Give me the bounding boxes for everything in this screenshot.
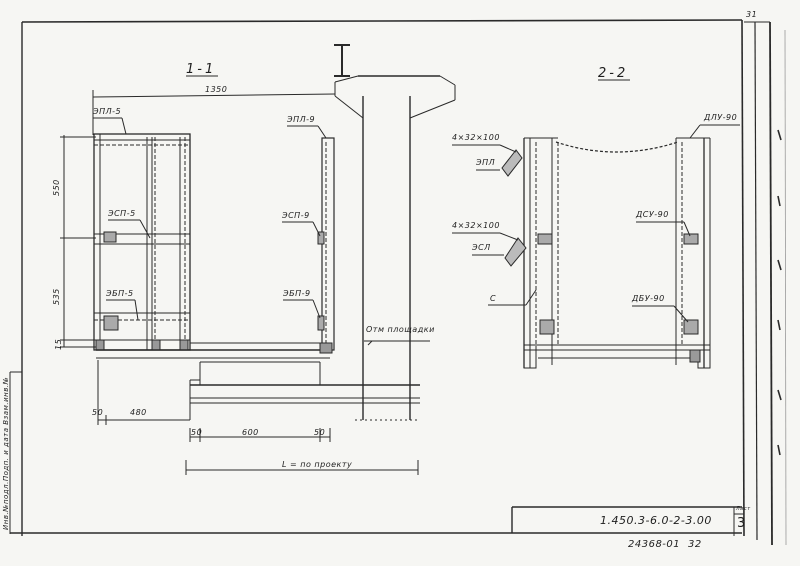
dim-50-mid: 50 <box>191 428 203 437</box>
label-esl: ЭСЛ <box>472 243 491 252</box>
label-dlu90: ДЛУ-90 <box>704 113 738 122</box>
stamp-sheet-label: Лист <box>736 506 751 512</box>
label-c: С <box>490 294 497 303</box>
section-2-2 <box>452 79 740 369</box>
dim-50-left: 50 <box>92 408 104 417</box>
dim-600: 600 <box>242 428 259 437</box>
dim-480: 480 <box>130 408 147 417</box>
section-title-1-1: 1-1 <box>186 62 217 77</box>
label-plate-2: 4×32×100 <box>452 221 500 230</box>
dim-15: 15 <box>54 338 63 350</box>
label-epl: ЭПЛ <box>476 158 496 167</box>
edge-marks <box>777 129 782 456</box>
label-epl9: ЭПЛ-9 <box>287 115 316 124</box>
label-level: Отм площадки <box>366 325 435 334</box>
dim-L: L = по проекту <box>282 460 353 469</box>
dim-535: 535 <box>52 288 61 305</box>
stamp-inventory-page: 32 <box>688 539 702 550</box>
stamp-sheet-number-top: 31 <box>746 10 758 19</box>
label-plate-1: 4×32×100 <box>452 133 500 142</box>
label-dsu90: ДСУ-90 <box>636 210 669 219</box>
sheet-frame <box>9 19 787 546</box>
label-esp5: ЭСП-5 <box>108 209 136 218</box>
label-esp9: ЭСП-9 <box>282 211 310 220</box>
section-1-1 <box>60 44 456 475</box>
dim-50-right: 50 <box>314 428 326 437</box>
label-ebp9: ЭБП-9 <box>283 289 311 298</box>
stamp-sheet-number: 3 <box>737 516 746 531</box>
margin-label: Инв.№подл.Подп. и дата Взам.инв.№ <box>2 376 10 530</box>
label-epl5: ЭПЛ-5 <box>93 107 122 116</box>
label-dbu90: ДБУ-90 <box>632 294 665 303</box>
stamp-inventory: 24368-01 <box>628 539 681 550</box>
title-block <box>511 506 744 536</box>
stamp-code: 1.450.3-6.0-2-3.00 <box>600 514 712 527</box>
label-ebp5: ЭБП-5 <box>106 289 134 298</box>
section-title-2-2: 2-2 <box>598 66 629 81</box>
dim-550: 550 <box>52 179 61 196</box>
dim-1350: 1350 <box>205 85 228 94</box>
